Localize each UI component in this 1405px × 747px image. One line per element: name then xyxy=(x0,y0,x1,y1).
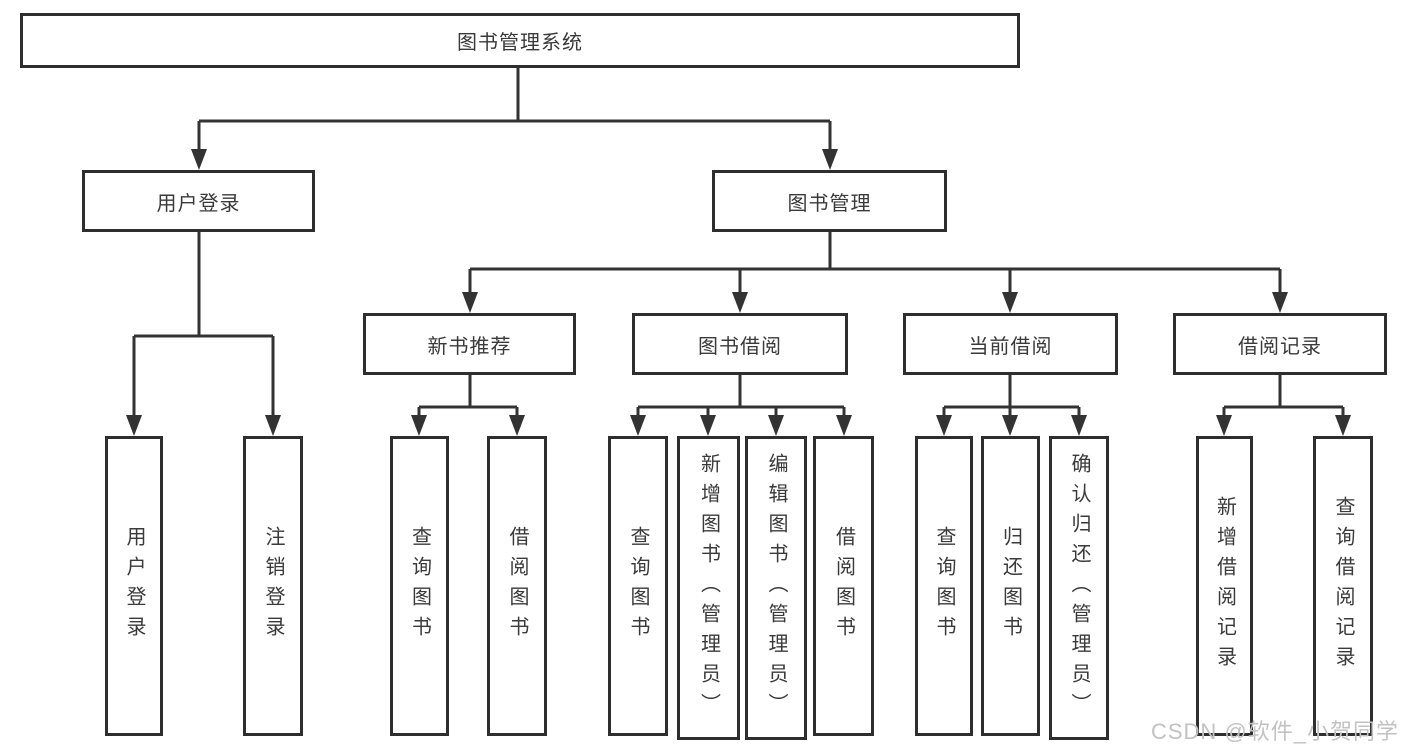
leaf-query-books-current-label: 查询图书 xyxy=(933,526,955,646)
leaf-edit-books-admin-label: 编辑图书（管理员） xyxy=(765,453,787,723)
arrowhead-down xyxy=(936,415,952,436)
node-borrow-records-label: 借阅记录 xyxy=(1238,335,1322,358)
arrowhead-down xyxy=(1272,292,1288,313)
connector-root-to-level2 xyxy=(191,68,838,170)
leaf-user-login: 用户登录 xyxy=(105,436,163,736)
arrowhead-down xyxy=(1335,415,1351,436)
node-book-borrow: 图书借阅 xyxy=(632,313,848,375)
leaf-confirm-return-admin: 确认归还（管理员） xyxy=(1049,436,1109,740)
connector-records-to-leaves xyxy=(1216,375,1351,436)
arrowhead-down xyxy=(836,415,852,436)
leaf-return-books: 归还图书 xyxy=(981,436,1040,736)
leaf-query-books-recommend-label: 查询图书 xyxy=(408,526,431,646)
node-new-book-recommend: 新书推荐 xyxy=(363,313,576,375)
arrowhead-down xyxy=(1071,415,1087,436)
arrowhead-down xyxy=(1002,415,1018,436)
leaf-return-books-label: 归还图书 xyxy=(999,526,1022,646)
arrowhead-down xyxy=(700,415,716,436)
arrowhead-down xyxy=(732,292,748,313)
node-user-login-label: 用户登录 xyxy=(156,192,241,215)
leaf-borrow-books: 借阅图书 xyxy=(813,436,874,736)
node-book-borrow-label: 图书借阅 xyxy=(698,335,782,358)
leaf-confirm-return-admin-label: 确认归还（管理员） xyxy=(1068,453,1090,723)
leaf-edit-books-admin: 编辑图书（管理员） xyxy=(745,436,807,740)
leaf-query-books-borrow-label: 查询图书 xyxy=(627,526,649,646)
arrowhead-down xyxy=(411,415,427,436)
node-book-management-label: 图书管理 xyxy=(787,192,872,215)
leaf-query-books-borrow: 查询图书 xyxy=(608,436,668,736)
node-current-borrow-label: 当前借阅 xyxy=(968,335,1053,358)
leaf-logout: 注销登录 xyxy=(243,436,303,736)
arrowhead-down xyxy=(1002,292,1018,313)
leaf-query-books-current: 查询图书 xyxy=(915,436,973,736)
arrowhead-down xyxy=(768,415,784,436)
arrowhead-down xyxy=(630,415,646,436)
leaf-add-borrow-record-label: 新增借阅记录 xyxy=(1213,496,1236,676)
connector-borrow-to-leaves xyxy=(630,375,852,436)
node-new-book-recommend-label: 新书推荐 xyxy=(427,335,512,358)
connector-new-books-to-leaves xyxy=(411,375,525,436)
connector-current-to-leaves xyxy=(936,375,1087,436)
leaf-borrow-books-recommend: 借阅图书 xyxy=(487,436,547,736)
leaf-add-borrow-record: 新增借阅记录 xyxy=(1196,436,1253,736)
leaf-add-books-admin-label: 新增图书（管理员） xyxy=(697,453,720,723)
node-current-borrow: 当前借阅 xyxy=(903,313,1118,375)
node-root: 图书管理系统 xyxy=(20,13,1020,68)
node-user-login: 用户登录 xyxy=(82,170,315,232)
watermark: CSDN @软件_小贺同学 xyxy=(1150,719,1399,744)
leaf-query-borrow-record-label: 查询借阅记录 xyxy=(1332,496,1354,676)
node-borrow-records: 借阅记录 xyxy=(1173,313,1387,375)
leaf-query-books-recommend: 查询图书 xyxy=(390,436,449,736)
connector-book-mgmt-to-level3 xyxy=(462,232,1288,313)
leaf-user-login-label: 用户登录 xyxy=(123,526,145,646)
leaf-query-borrow-record: 查询借阅记录 xyxy=(1313,436,1373,736)
arrowhead-down xyxy=(191,149,207,170)
node-root-label: 图书管理系统 xyxy=(457,32,583,54)
arrowhead-down xyxy=(126,415,142,436)
arrowhead-down xyxy=(265,415,281,436)
leaf-add-books-admin: 新增图书（管理员） xyxy=(677,436,740,740)
node-book-management: 图书管理 xyxy=(712,170,947,232)
arrowhead-down xyxy=(1216,415,1232,436)
leaf-borrow-books-label: 借阅图书 xyxy=(832,526,855,646)
leaf-logout-label: 注销登录 xyxy=(262,526,284,646)
arrowhead-down xyxy=(509,415,525,436)
connector-user-login-to-leaves xyxy=(126,232,281,436)
arrowhead-down xyxy=(822,149,838,170)
leaf-borrow-books-recommend-label: 借阅图书 xyxy=(506,526,528,646)
arrowhead-down xyxy=(462,292,478,313)
